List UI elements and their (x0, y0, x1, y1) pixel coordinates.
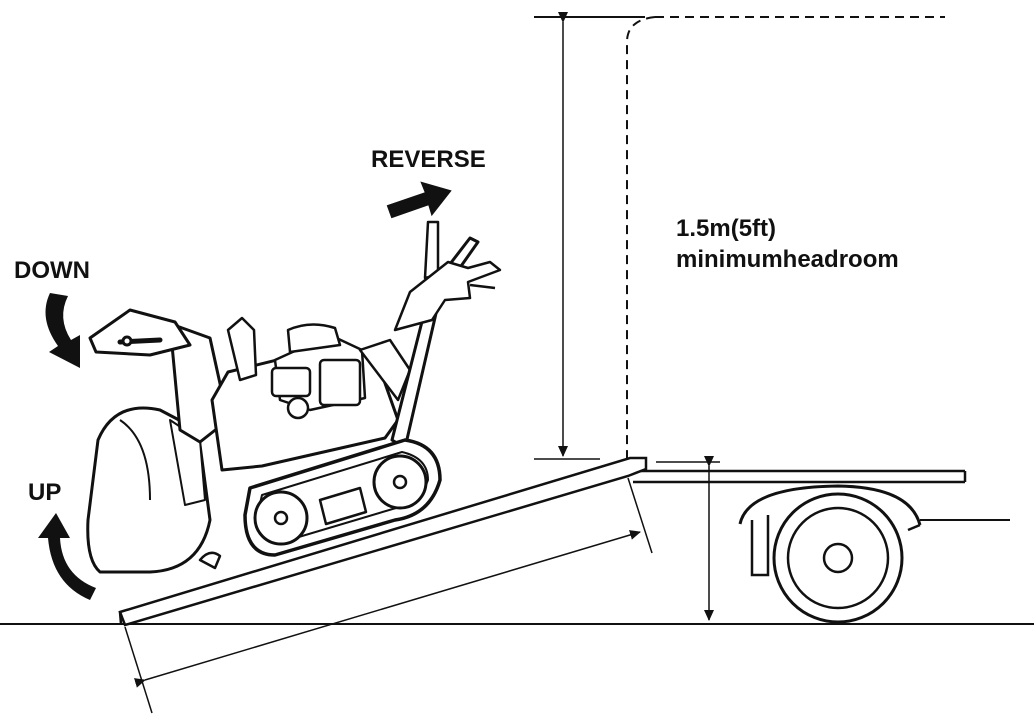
reverse-label: REVERSE (371, 146, 486, 173)
curved-arrow-down-icon (45, 293, 80, 368)
ramp-length-dimension (124, 477, 653, 714)
headroom-dimension (534, 12, 600, 460)
headroom-caption-label: minimumheadroom (676, 246, 899, 273)
up-label: UP (28, 479, 62, 506)
snow-blower (86, 220, 502, 574)
curved-arrow-up-icon (38, 513, 96, 600)
truck-wheel (772, 492, 904, 624)
arrow-right-icon (386, 181, 452, 219)
bed-height-dimension (656, 456, 720, 621)
headroom-guide (534, 16, 945, 458)
headroom-value-label: 1.5m(5ft) (676, 215, 777, 242)
truck (633, 469, 1010, 624)
down-label: DOWN (14, 257, 90, 284)
